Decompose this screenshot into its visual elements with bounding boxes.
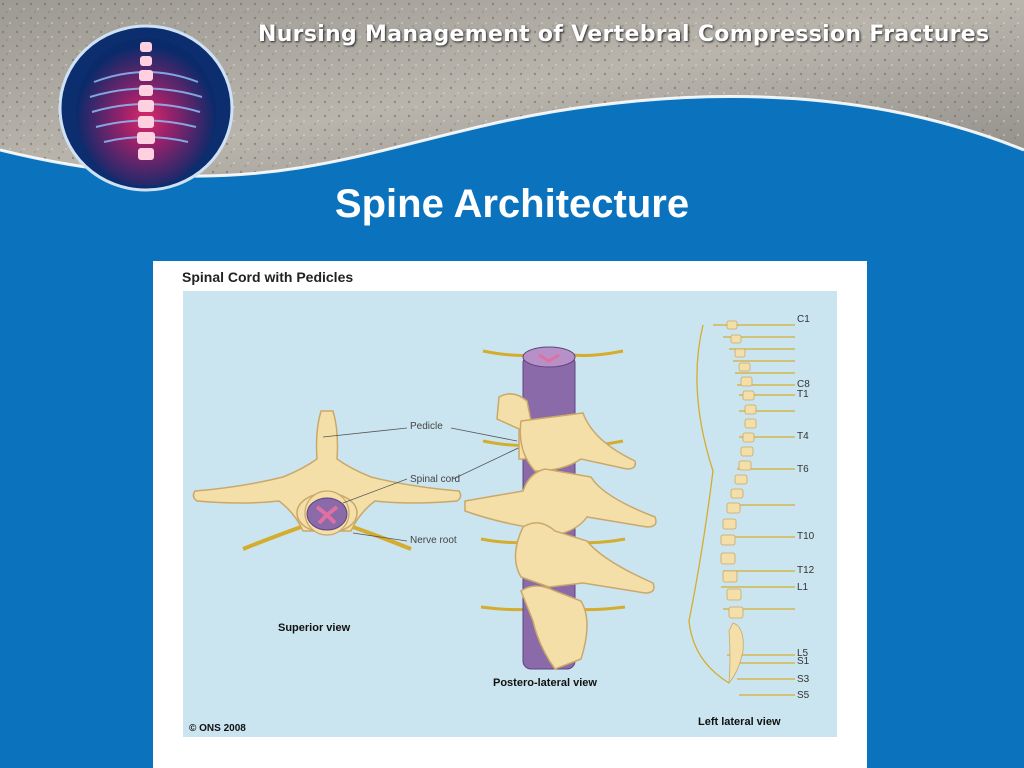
- left-lateral-spine: [688, 320, 795, 696]
- caption-left-lateral-view: Left lateral view: [698, 716, 781, 728]
- presentation-title: Nursing Management of Vertebral Compress…: [258, 22, 990, 47]
- level-label-s3: S3: [797, 674, 810, 685]
- header-banner: [0, 0, 1024, 200]
- level-label-t12: T12: [797, 565, 815, 576]
- superior-view-vertebra: [192, 410, 462, 551]
- label-nerve-root: Nerve root: [410, 535, 457, 546]
- level-label-c8: C8: [797, 379, 810, 390]
- level-label-t10: T10: [797, 531, 815, 542]
- level-label-t6: T6: [797, 464, 809, 475]
- level-label-s5: S5: [797, 690, 810, 701]
- copyright-text: © ONS 2008: [189, 723, 246, 734]
- slide-title: Spine Architecture: [334, 182, 690, 226]
- postero-lateral-spine: [464, 346, 657, 670]
- level-label-s1: S1: [797, 656, 810, 667]
- caption-superior-view: Superior view: [278, 622, 351, 634]
- level-label-c1: C1: [797, 314, 810, 325]
- label-pedicle: Pedicle: [410, 421, 443, 432]
- level-label-l5: L5: [797, 648, 809, 659]
- spine-illustration: [183, 291, 837, 737]
- caption-postero-lateral-view: Postero-lateral view: [493, 677, 597, 689]
- figure-title: Spinal Cord with Pedicles: [182, 269, 354, 285]
- level-label-l1: L1: [797, 582, 809, 593]
- label-spinal-cord: Spinal cord: [410, 474, 461, 485]
- spine-logo-image: [54, 22, 238, 194]
- level-label-t4: T4: [797, 431, 809, 442]
- level-label-t1: T1: [797, 389, 809, 400]
